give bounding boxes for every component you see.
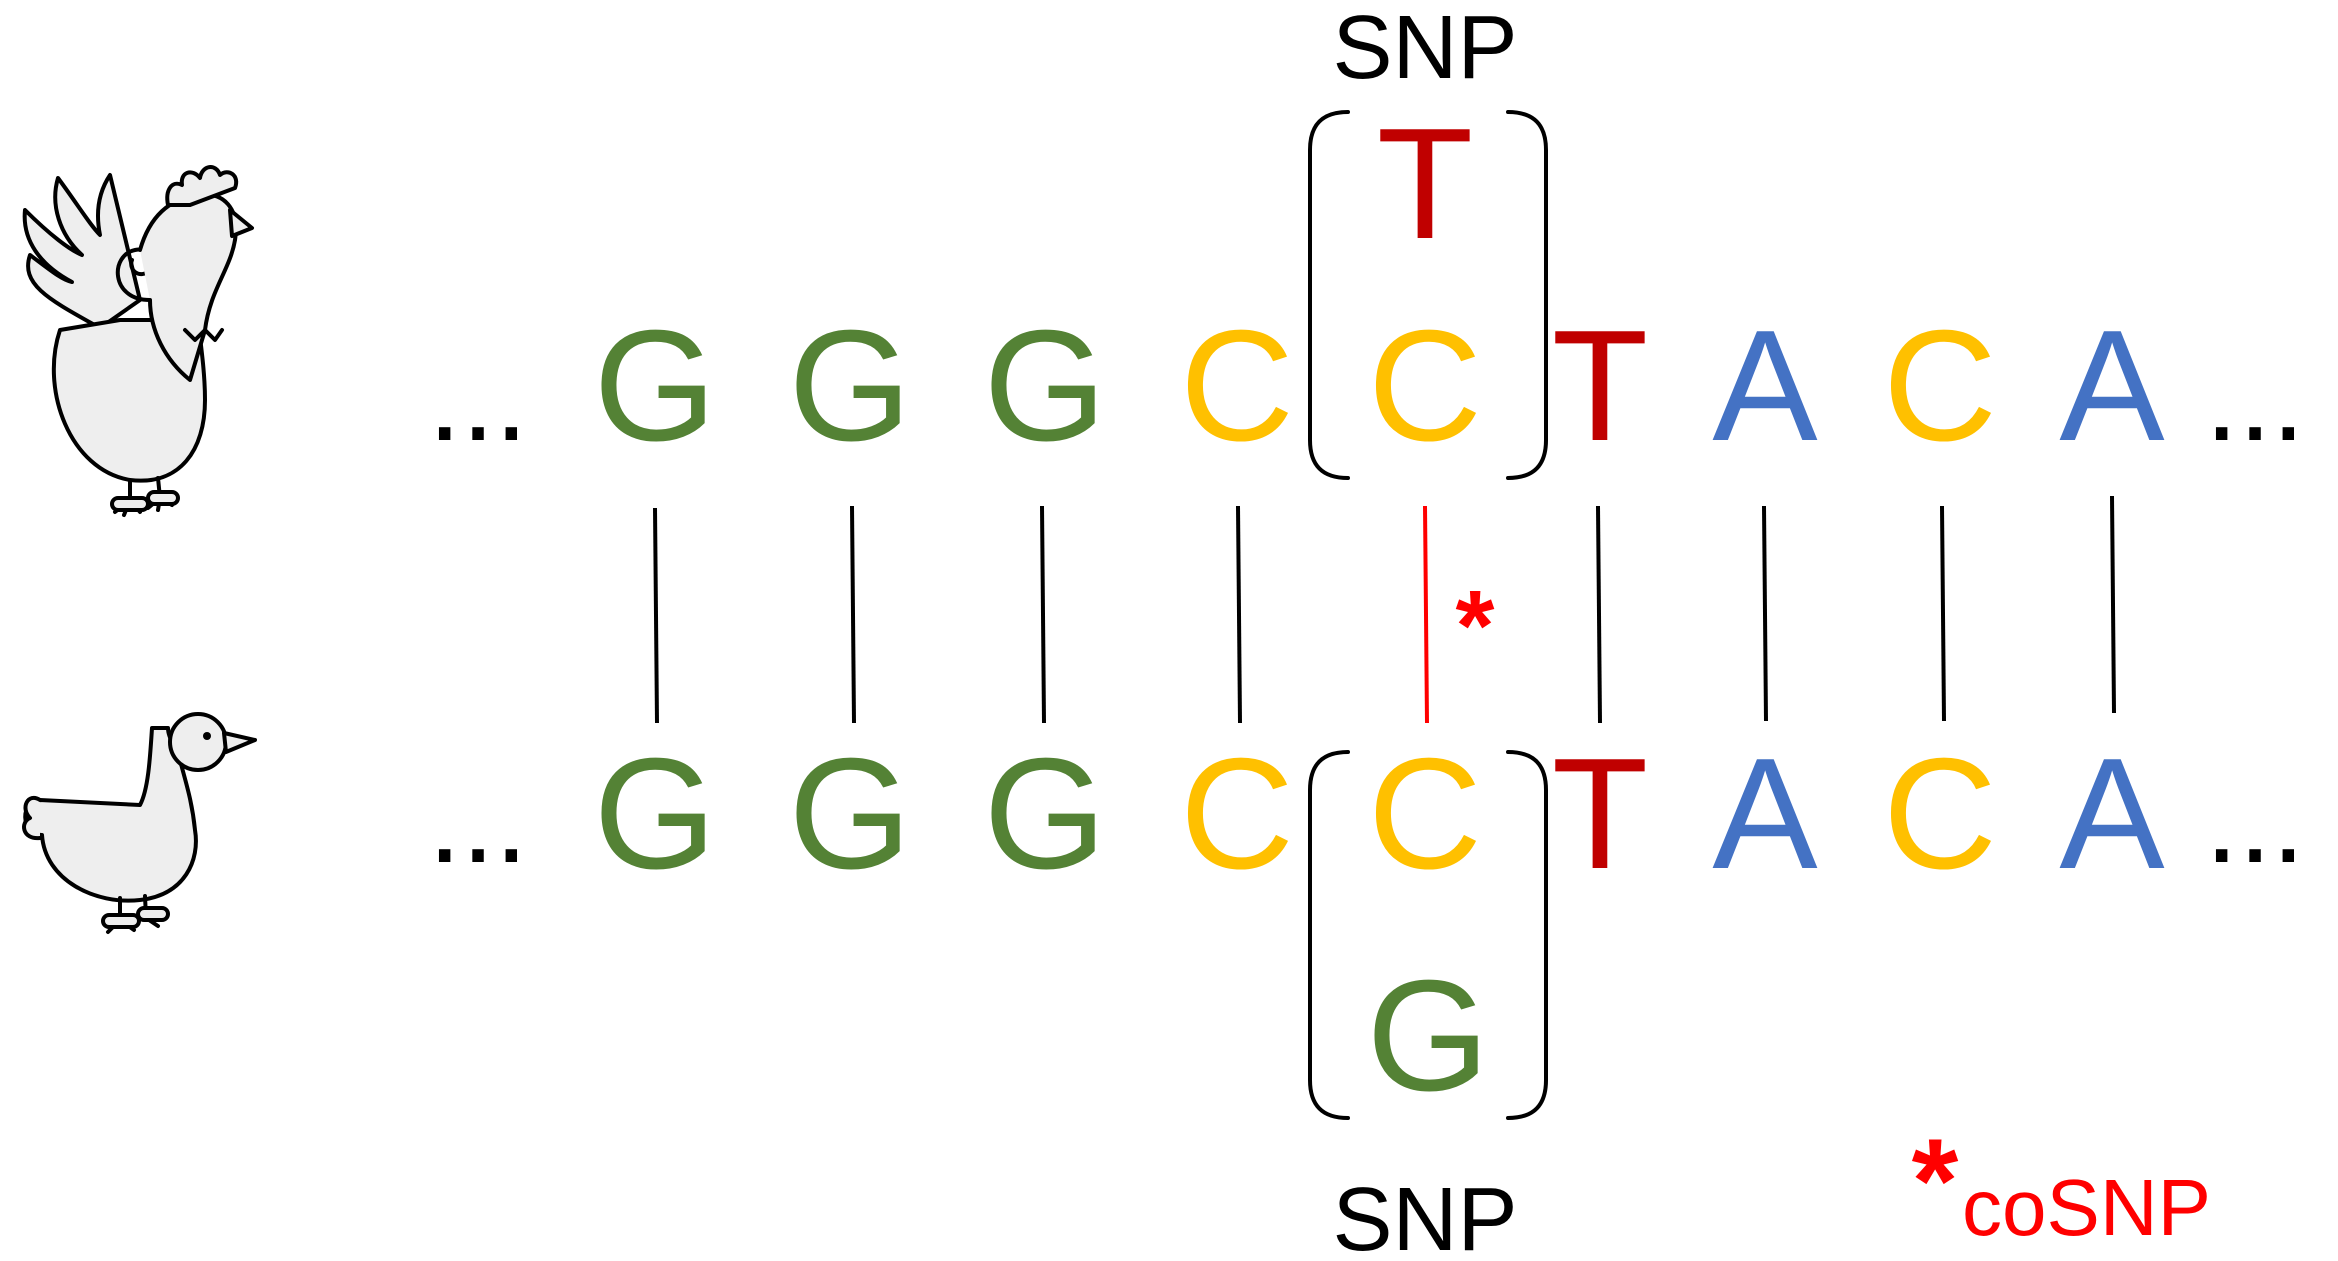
alignment-link: [1940, 505, 1946, 722]
top-base-6: T: [1552, 298, 1649, 474]
snp-bottom-alt-base: G: [1367, 948, 1490, 1124]
alignment-link: [850, 505, 856, 724]
top-base-2: G: [789, 298, 912, 474]
ellipsis-top-left: ...: [428, 332, 528, 466]
chicken-icon: [22, 165, 254, 517]
bottom-base-2: G: [789, 726, 912, 902]
alignment-link: [1236, 505, 1242, 724]
legend: * coSNP: [1912, 1114, 2211, 1252]
alignment-link-cosnp: [1423, 505, 1429, 724]
top-base-7: A: [1712, 298, 1818, 474]
alignment-link: [653, 507, 659, 724]
bottom-base-8: C: [1883, 726, 1997, 902]
top-base-1: G: [594, 298, 717, 474]
bracket-left: [1308, 110, 1350, 480]
top-base-4: C: [1180, 298, 1294, 474]
alignment-link: [1762, 505, 1768, 722]
bottom-base-6: T: [1552, 726, 1649, 902]
top-base-5-snp-site: C: [1368, 298, 1482, 474]
bottom-base-3: G: [984, 726, 1107, 902]
bottom-base-4: C: [1180, 726, 1294, 902]
ellipsis-top-right: ...: [2205, 332, 2305, 466]
alignment-links: [653, 495, 2116, 724]
bracket-right: [1506, 110, 1548, 480]
snp-bracket-bottom: [1308, 750, 1548, 1120]
snp-top-label: SNP: [1332, 0, 1517, 98]
alignment-link: [1596, 505, 1602, 724]
cosnp-marker: *: [1456, 570, 1495, 682]
top-sequence: G G G C C T A C A: [594, 298, 2166, 474]
top-base-8: C: [1883, 298, 1997, 474]
snp-bracket-top: [1308, 110, 1548, 480]
bottom-base-1: G: [594, 726, 717, 902]
bracket-left: [1308, 750, 1350, 1120]
legend-symbol: *: [1912, 1114, 1959, 1248]
snp-bottom-label: SNP: [1332, 1170, 1517, 1261]
ellipsis-bottom-right: ...: [2205, 754, 2305, 888]
bottom-base-5-snp-site: C: [1368, 726, 1482, 902]
bottom-base-7: A: [1712, 726, 1818, 902]
ellipsis-bottom-left: ...: [428, 754, 528, 888]
alignment-link: [1040, 505, 1046, 724]
alignment-link: [2110, 495, 2116, 714]
bottom-sequence: G G G C C T A C A: [594, 726, 2166, 902]
top-base-3: G: [984, 298, 1107, 474]
duck-icon: [22, 712, 257, 934]
legend-label: coSNP: [1962, 1163, 2211, 1252]
snp-top-alt-base: T: [1377, 96, 1474, 272]
bottom-base-9: A: [2059, 726, 2165, 902]
bracket-right: [1506, 750, 1548, 1120]
top-base-9: A: [2059, 298, 2165, 474]
